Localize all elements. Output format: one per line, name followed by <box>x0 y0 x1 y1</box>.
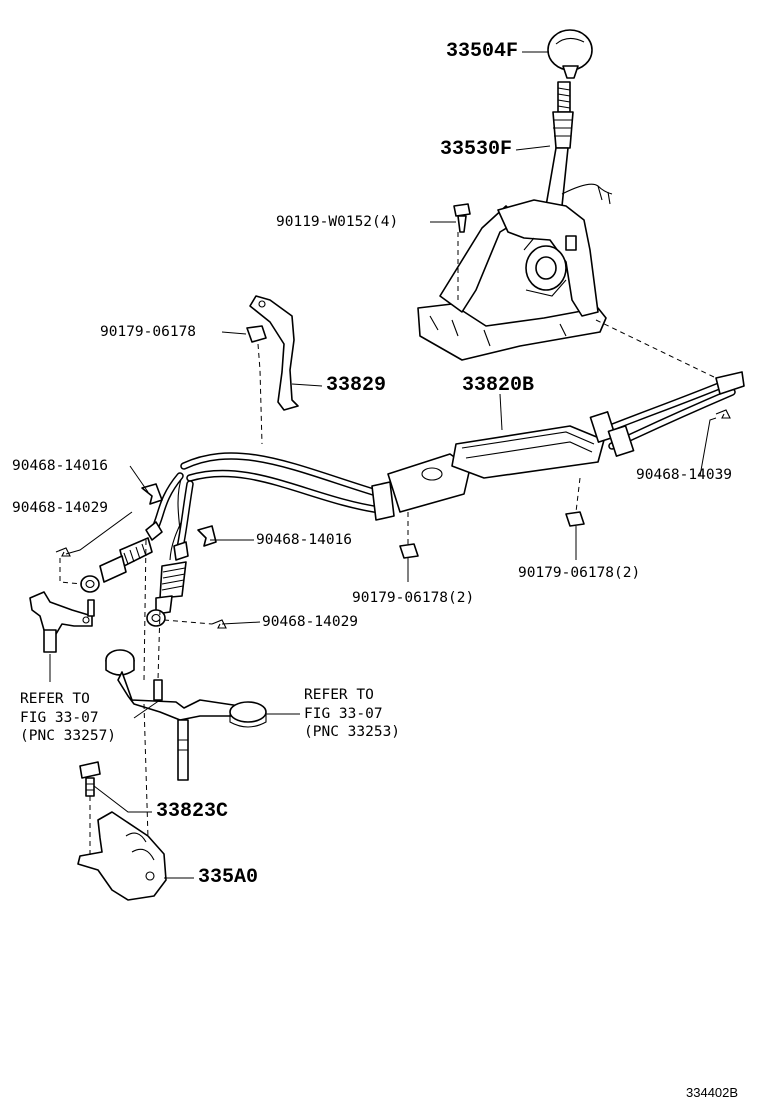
cable-assembly <box>150 371 745 561</box>
callout-pin-mid: 90468-14029 <box>262 614 359 630</box>
callout-clip-left-upper: 90468-14016 <box>12 458 109 474</box>
nut-mid <box>399 543 419 559</box>
lever-left <box>29 591 95 653</box>
callout-clip-mid: 90468-14016 <box>256 532 353 548</box>
lower-bracket <box>77 811 167 901</box>
callout-shifter-bolt: 90119-W0152(4) <box>276 214 399 230</box>
bracket-nut <box>246 325 267 343</box>
callout-clip-right: 90468-14039 <box>636 467 733 483</box>
selector-lever <box>105 649 267 781</box>
dashed-lines <box>59 232 717 858</box>
callout-nut-mid: 90179-06178(2) <box>352 590 475 606</box>
callout-bracket: 33829 <box>326 374 387 397</box>
shifter-housing <box>417 199 607 361</box>
clip-left-upper <box>141 483 163 505</box>
bracket-bolt <box>79 761 101 797</box>
clip-right <box>715 409 731 419</box>
leader-lines <box>49 51 717 879</box>
shifter-bolt <box>453 203 471 233</box>
callout-knob: 33504F <box>446 40 519 63</box>
reference-left: REFER TO FIG 33-07 (PNC 33257) <box>20 691 117 745</box>
callout-bracket-lower: 335A0 <box>198 866 259 889</box>
cable-bracket <box>249 295 299 411</box>
callout-cable-assy: 33820B <box>462 374 535 397</box>
pin-mid-lower <box>211 619 227 629</box>
cable-end-right <box>146 541 189 627</box>
shift-knob <box>547 29 593 79</box>
pin-left-lower <box>55 547 71 557</box>
cable-end-left <box>80 521 163 593</box>
shift-lever <box>545 81 613 207</box>
nut-right <box>565 511 585 527</box>
callout-lever: 33530F <box>440 138 513 161</box>
diagram-code: 334402B <box>686 1085 739 1100</box>
clip-mid <box>197 525 217 547</box>
callout-nut-right: 90179-06178(2) <box>518 565 641 581</box>
callout-bracket-nut: 90179-06178 <box>100 324 197 340</box>
callout-clip-left-lower: 90468-14029 <box>12 500 109 516</box>
callout-bolt-lower: 33823C <box>156 800 229 823</box>
reference-right: REFER TO FIG 33-07 (PNC 33253) <box>304 687 401 741</box>
